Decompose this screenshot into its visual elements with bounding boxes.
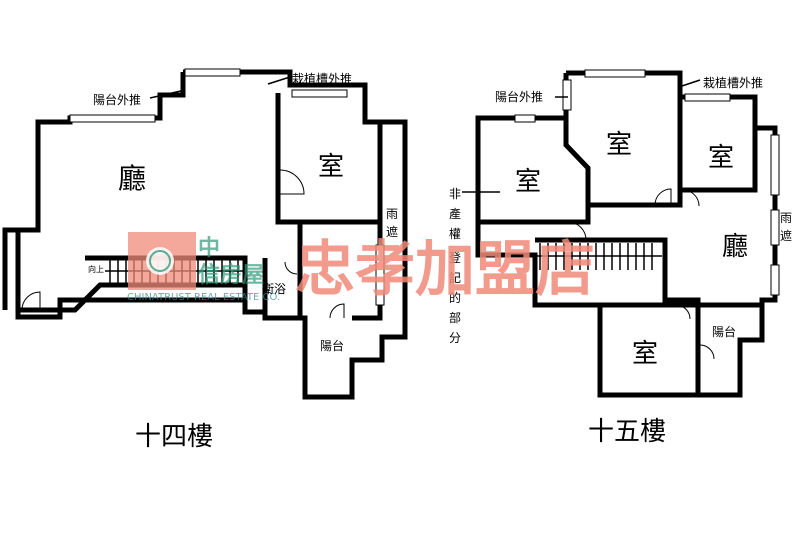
f15-mid-bedroom-wall [585, 97, 683, 208]
f15-door-balcony [699, 344, 715, 360]
f15-nonproperty-char: 登 [449, 250, 461, 265]
f14-door-bedroom [279, 169, 305, 195]
f15-nonproperty-label: 非 產 權 登 記 的 部 分 [449, 187, 461, 345]
f14-balcony-out-label: 陽台外推 [93, 92, 141, 107]
f14-leader-balcony [149, 89, 186, 99]
f15-balcony-label: 陽台 [712, 324, 736, 339]
f15-door-right [682, 189, 700, 207]
f15-balcony-out-label: 陽台外推 [495, 89, 543, 104]
f15-nonproperty-char: 權 [449, 227, 461, 241]
f15-door-left [567, 221, 587, 241]
f15-planter-out-label: 栽植槽外推 [703, 75, 763, 90]
f14-window-top [184, 68, 241, 77]
f14-leader-planter [267, 76, 291, 85]
f15-door-mid [654, 188, 672, 206]
f15-window-side-2 [770, 209, 780, 246]
f15-bedroom-right-label: 室 [708, 143, 734, 173]
f15-nonproperty-char: 非 [449, 187, 461, 201]
f15-door-bottom [675, 304, 691, 320]
f14-planter-out-label: 栽植槽外推 [292, 71, 352, 86]
f15-right-bedroom-wall [680, 128, 758, 193]
f14-stair-up-label: 向上 [88, 264, 104, 274]
f15-window-side-3 [770, 264, 780, 296]
f15-window-top [584, 69, 646, 78]
f15-nonproperty-char: 的 [449, 290, 461, 305]
watermark: 中 信房屋 CHINATRUST REAL ESTATE CO. 忠孝加盟店 [127, 232, 595, 305]
f15-nonproperty-char: 產 [449, 206, 461, 221]
f15-rain-label-2: 遮 [780, 228, 792, 243]
f15-living-label: 廳 [722, 232, 748, 262]
f15-window-left [514, 114, 536, 123]
f14-window-bedroom [291, 89, 348, 98]
f14-bedroom-wall [275, 93, 383, 225]
f15-bedroom-bottom-label: 室 [632, 339, 658, 369]
f14-window-side [375, 244, 385, 306]
chinatrust-logo: 中 信房屋 CHINATRUST REAL ESTATE CO. [127, 232, 280, 303]
f14-door-entry [21, 291, 41, 311]
f15-leader-planter [681, 79, 701, 87]
logo-en: CHINATRUST REAL ESTATE CO. [127, 292, 280, 303]
f15-nonproperty-char: 記 [449, 270, 461, 285]
f15-stair-wall [535, 237, 701, 305]
f14-balcony-label: 陽台 [320, 338, 344, 353]
f15-window-side-1 [770, 134, 780, 196]
f14-outer-wall [2, 69, 408, 400]
f14-rain-label-2: 遮 [386, 224, 398, 239]
f14-window-left [69, 114, 156, 123]
f14-rain-label-1: 雨 [386, 207, 398, 221]
f15-stair-treads [535, 243, 662, 270]
logo-globe-ring [149, 250, 171, 272]
f15-rain-label-1: 雨 [780, 211, 792, 225]
f15-bedroom-mid-label: 室 [606, 130, 632, 160]
f14-bedroom-label: 室 [318, 152, 344, 182]
f14-door-bath [284, 261, 298, 275]
logo-cn-1: 中 [198, 236, 220, 261]
f15-outer-wall [475, 70, 778, 398]
logo-cn-2: 信房屋 [198, 262, 264, 288]
f15-window-right [684, 93, 731, 102]
f14-door-balcony [329, 303, 345, 319]
floor-15-plan: 室 室 室 廳 室 陽台 陽台外推 栽植槽外推 雨 遮 非 產 權 登 記 的 … [449, 69, 792, 447]
f15-bedroom-left-label: 室 [515, 167, 541, 197]
f15-nonproperty-char: 分 [449, 331, 461, 345]
store-name-watermark: 忠孝加盟店 [295, 235, 595, 305]
f14-living-label: 廳 [118, 162, 146, 195]
f15-window-left-side [562, 79, 572, 111]
f14-bath-label: 衛浴 [262, 282, 286, 296]
f15-caption: 十五樓 [588, 417, 666, 447]
f15-nonproperty-char: 部 [449, 310, 461, 325]
f14-caption: 十四樓 [135, 422, 213, 452]
